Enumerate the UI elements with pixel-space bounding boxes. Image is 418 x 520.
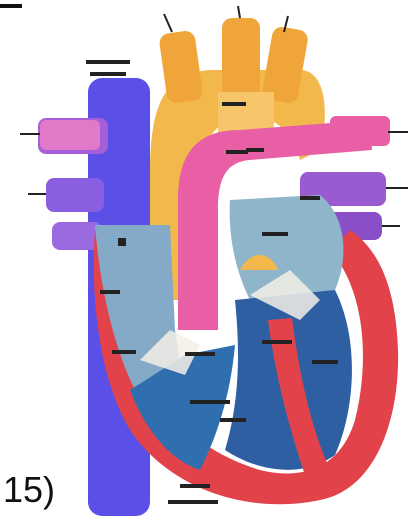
aorta-branch-2: [222, 18, 260, 98]
figure-number: 15): [3, 472, 55, 508]
pulmonary-artery-right-branch: [330, 116, 390, 146]
pulmonary-artery-left-branch: [40, 120, 100, 150]
aorta-branch-1: [158, 30, 203, 104]
vena-cava-branch-lower: [46, 178, 104, 212]
